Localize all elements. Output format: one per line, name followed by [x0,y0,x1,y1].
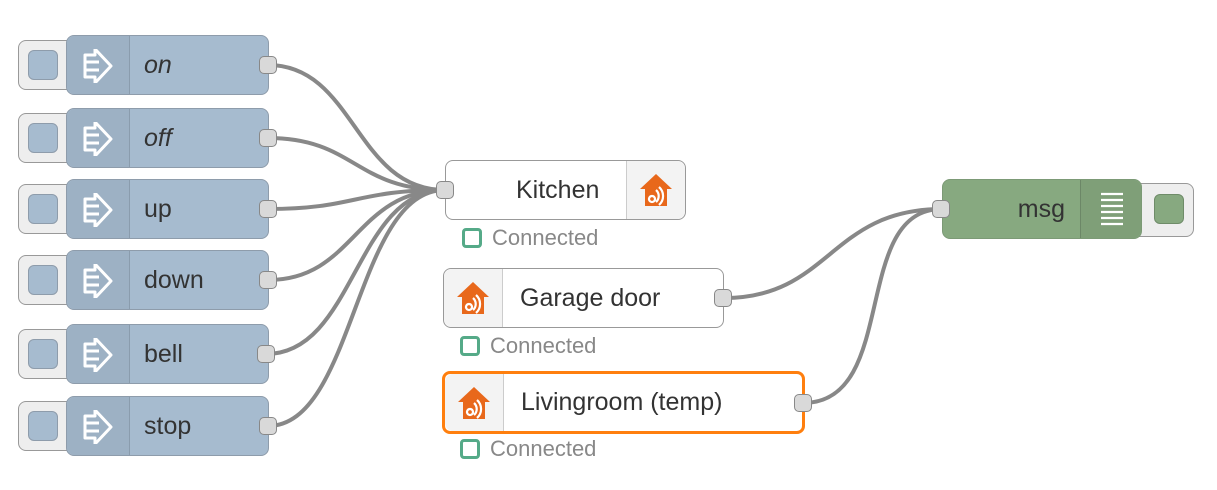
debug-label: msg [1017,195,1065,223]
status-indicator [462,228,482,248]
inject-label: off [144,124,172,152]
output-port[interactable] [794,394,812,412]
arrow-in-icon [83,49,113,83]
output-port[interactable] [259,417,277,435]
wire-stop-kitchen [267,188,446,428]
homekit-node-livingroom[interactable]: Livingroom (temp) [442,371,805,434]
debug-node-msg[interactable]: msg [942,179,1142,239]
inject-label: stop [144,412,192,440]
status-livingroom: Connected [460,436,630,462]
status-kitchen: Connected [462,225,632,251]
status-garage-door: Connected [460,333,630,359]
wire-up-kitchen [267,188,446,211]
inject-node-on[interactable]: on [66,35,269,95]
output-port[interactable] [259,129,277,147]
status-text: Connected [490,333,597,358]
homekit-label: Garage door [520,284,661,312]
status-text: Connected [492,225,599,250]
arrow-in-icon [83,338,113,372]
homekit-house-icon [640,174,672,206]
inject-label: up [144,195,172,223]
input-port[interactable] [932,200,950,218]
inject-label: down [144,266,204,294]
inject-node-bell[interactable]: bell [66,324,269,384]
inject-node-stop[interactable]: stop [66,396,269,456]
debug-list-icon [1101,192,1123,226]
homekit-house-icon [458,387,490,419]
wire-on-kitchen [267,63,446,192]
status-text: Connected [490,436,597,461]
wire-livingroom-msg [802,207,943,405]
wire-bell-kitchen [265,188,446,356]
arrow-in-icon [83,264,113,298]
homekit-node-garage-door[interactable]: Garage door [443,268,724,328]
arrow-in-icon [83,193,113,227]
output-port[interactable] [259,56,277,74]
wire-down-kitchen [267,188,446,282]
inject-label: on [144,51,172,79]
homekit-node-kitchen[interactable]: Kitchen [445,160,686,220]
inject-node-off[interactable]: off [66,108,269,168]
homekit-label: Livingroom (temp) [521,388,723,416]
output-port[interactable] [714,289,732,307]
output-port[interactable] [257,345,275,363]
input-port[interactable] [436,181,454,199]
arrow-in-icon [83,122,113,156]
arrow-in-icon [83,410,113,444]
output-port[interactable] [259,271,277,289]
wire-off-kitchen [267,136,446,192]
status-indicator [460,439,480,459]
status-indicator [460,336,480,356]
homekit-label: Kitchen [516,176,600,204]
inject-node-up[interactable]: up [66,179,269,239]
inject-label: bell [144,340,183,368]
output-port[interactable] [259,200,277,218]
inject-node-down[interactable]: down [66,250,269,310]
wire-garage-msg [723,207,943,300]
homekit-house-icon [457,282,489,314]
